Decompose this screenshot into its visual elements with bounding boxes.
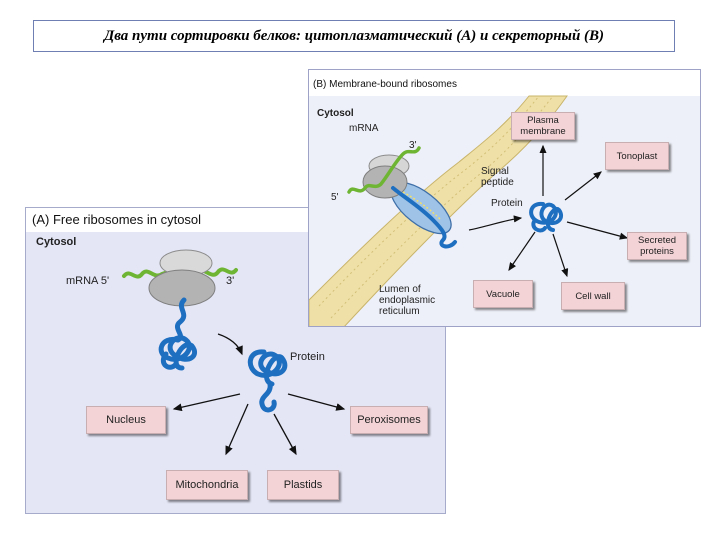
- cytosol-label-a: Cytosol: [36, 236, 77, 248]
- signal-peptide-label: Signal peptide: [481, 166, 514, 188]
- cytosol-label-b: Cytosol: [317, 108, 354, 119]
- folded-protein-b-icon: [529, 201, 564, 233]
- mrna-5-label: mRNA 5': [66, 275, 110, 287]
- panel-a-header-text: (A) Free ribosomes in cytosol: [32, 212, 202, 227]
- folded-protein-a2-icon: [247, 349, 288, 413]
- mrna-label-b: mRNA: [349, 123, 379, 134]
- target-nucleus: Nucleus: [86, 406, 166, 434]
- protein-label-a: Protein: [290, 351, 325, 363]
- panel-a-diagram: [122, 249, 346, 456]
- target-plastids: Plastids: [267, 470, 339, 500]
- page-title: Два пути сортировки белков: цитоплазмати…: [33, 20, 675, 52]
- target-vacuole: Vacuole: [473, 280, 533, 308]
- arrow-to-protein: [217, 333, 243, 356]
- sorting-arrows-b: [508, 144, 629, 278]
- arrow-to-protein-b: [468, 215, 523, 231]
- lumen-label: Lumen of endoplasmic reticulum: [379, 284, 436, 317]
- sorting-arrows-a: [172, 393, 346, 456]
- ribosome-a-icon: [148, 249, 216, 307]
- target-mitochondria: Mitochondria: [166, 470, 248, 500]
- mrna-strand-b: [347, 146, 421, 194]
- target-secreted-proteins: Secreted proteins: [627, 232, 687, 260]
- panel-b-header: (B) Membrane-bound ribosomes: [309, 70, 700, 96]
- target-plasma-membrane: Plasma membrane: [511, 112, 575, 140]
- target-cell-wall: Cell wall: [561, 282, 625, 310]
- target-peroxisomes: Peroxisomes: [350, 406, 428, 434]
- target-tonoplast: Tonoplast: [605, 142, 669, 170]
- panel-b-header-text: (B) Membrane-bound ribosomes: [313, 79, 457, 90]
- protein-label-b: Protein: [491, 198, 523, 209]
- mrna-3-label: 3': [226, 275, 235, 287]
- mrna-3-label-b: 3': [409, 140, 417, 151]
- nascent-chain: [391, 186, 457, 249]
- folded-protein-a1-icon: [158, 335, 198, 371]
- mrna-5-label-b: 5': [331, 192, 339, 203]
- panel-membrane-ribosomes: (B) Membrane-bound ribosomes: [308, 69, 701, 327]
